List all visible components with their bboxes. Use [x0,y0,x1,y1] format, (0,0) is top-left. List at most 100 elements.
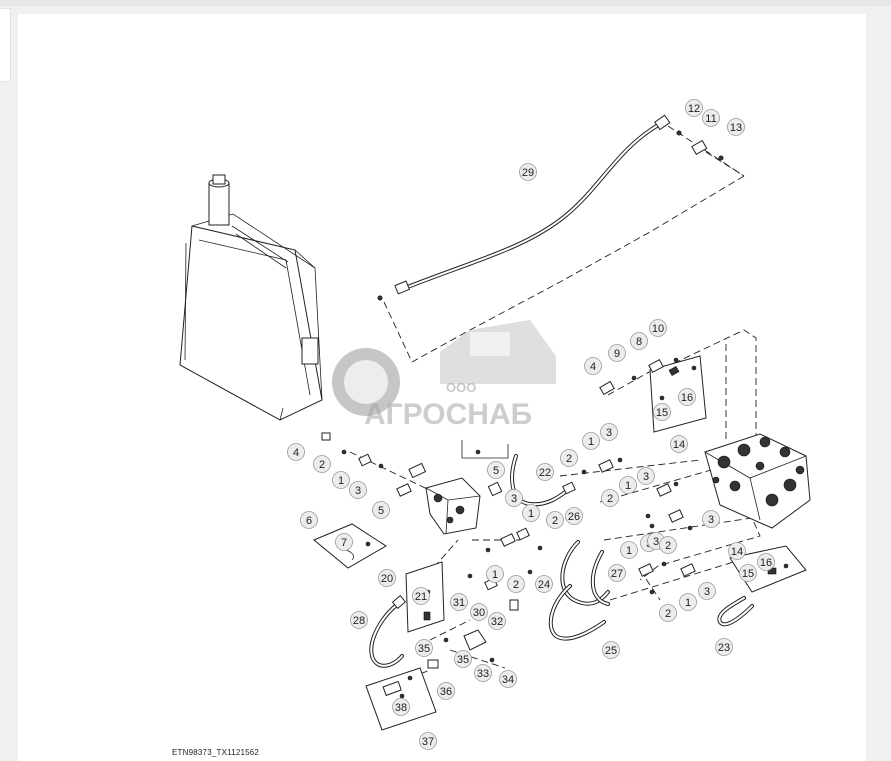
callout-number: 16 [681,392,693,404]
callout-number: 3 [704,586,710,598]
callout-2: 2 [659,536,677,554]
callout-34: 34 [499,670,517,688]
hose-22 [510,454,576,507]
callout-38: 38 [392,698,410,716]
callout-number: 15 [742,568,754,580]
watermark-name: АГРОСНАБ [364,398,532,431]
callout-2: 2 [546,511,564,529]
callout-number: 1 [338,475,344,487]
fittings-upper-middle [599,357,679,396]
small-bracket [461,440,509,459]
callout-16: 16 [678,388,696,406]
callout-number: 14 [731,546,743,558]
callout-number: 3 [511,493,517,505]
callout-number: 2 [607,493,613,505]
callout-number: 38 [395,702,407,714]
callout-number: 16 [760,557,772,569]
hoses-24-27 [548,540,610,641]
callout-number: 1 [588,436,594,448]
callout-number: 14 [673,439,685,451]
callout-number: 13 [730,122,742,134]
callout-number: 30 [473,607,485,619]
callout-number: 3 [708,514,714,526]
callout-number: 3 [643,471,649,483]
callout-number: 6 [306,515,312,527]
callout-number: 2 [319,459,325,471]
callout-21: 21 [412,587,430,605]
callout-5: 5 [487,461,505,479]
callout-number: 36 [440,686,452,698]
callout-number: 26 [568,511,580,523]
callout-number: 25 [605,645,617,657]
callout-35: 35 [415,639,433,657]
callout-29: 29 [519,163,537,181]
callout-number: 5 [493,465,499,477]
callout-number: 32 [491,616,503,628]
callout-2: 2 [313,455,331,473]
callout-6: 6 [300,511,318,529]
callout-25: 25 [602,641,620,659]
callout-3: 3 [637,467,655,485]
callout-number: 8 [636,336,642,348]
callout-number: 4 [590,361,596,373]
callout-14: 14 [728,542,746,560]
callout-2: 2 [560,449,578,467]
callout-27: 27 [608,564,626,582]
callout-layer: 1211132910894161514421355223213213367123… [287,99,775,750]
callout-number: 28 [353,615,365,627]
callout-number: 35 [418,643,430,655]
callout-35: 35 [454,650,472,668]
callout-3: 3 [702,510,720,528]
manifold-block [396,462,481,535]
callout-number: 29 [522,167,534,179]
callout-3: 3 [505,489,523,507]
callout-number: 7 [341,537,347,549]
callout-4: 4 [287,443,305,461]
diagram-panel [18,14,866,761]
callout-number: 21 [415,591,427,603]
callout-number: 24 [538,579,550,591]
callout-number: 10 [652,323,664,335]
callout-1: 1 [582,432,600,450]
callout-number: 1 [626,545,632,557]
figure-id-label: ETN98373_TX1121562 [172,748,260,757]
callout-number: 4 [293,447,299,459]
left-side-tab[interactable] [0,8,11,82]
callout-number: 37 [422,736,434,748]
callout-number: 11 [705,113,716,125]
callout-1: 1 [620,541,638,559]
agrosnab-watermark: ООО АГРОСНАБ [332,320,556,431]
callout-number: 2 [552,515,558,527]
callout-10: 10 [649,319,667,337]
callout-2: 2 [507,575,525,593]
callout-12: 12 [685,99,703,117]
hydraulic-tank [179,174,323,421]
callout-26: 26 [565,507,583,525]
callout-4: 4 [584,357,602,375]
callout-15: 15 [653,403,671,421]
callout-number: 1 [625,480,631,492]
callout-1: 1 [486,565,504,583]
callout-13: 13 [727,118,745,136]
callout-number: 1 [492,569,498,581]
callout-7: 7 [335,533,353,551]
callout-number: 31 [453,597,465,609]
callout-31: 31 [450,593,468,611]
callout-1: 1 [332,471,350,489]
callout-number: 35 [457,654,469,666]
control-valve [704,433,811,529]
callout-2: 2 [601,489,619,507]
callout-8: 8 [630,332,648,350]
callout-32: 32 [488,612,506,630]
callout-2: 2 [659,604,677,622]
callout-number: 1 [685,597,691,609]
callout-1: 1 [522,504,540,522]
hose-28 [369,595,407,668]
callout-30: 30 [470,603,488,621]
callout-36: 36 [437,682,455,700]
callout-number: 23 [718,642,730,654]
callout-33: 33 [474,664,492,682]
callout-number: 33 [477,668,489,680]
callout-3: 3 [600,423,618,441]
